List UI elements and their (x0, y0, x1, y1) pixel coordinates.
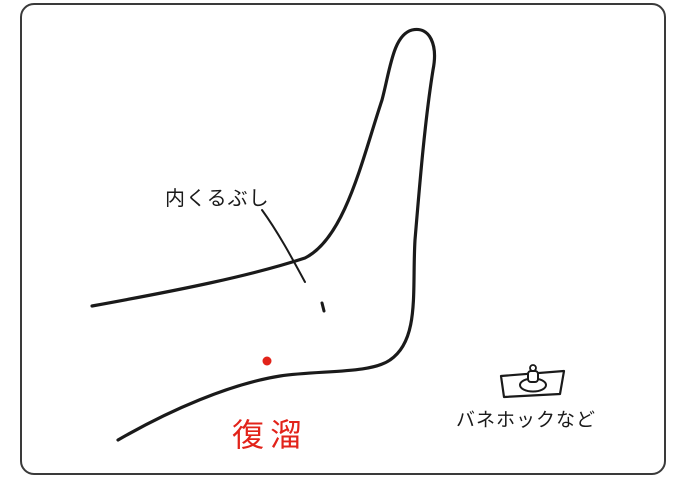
acupoint-label: 復溜 (232, 416, 309, 454)
illustration-frame (20, 3, 666, 475)
ankle-leader-line (261, 209, 306, 283)
foot-outline (90, 27, 437, 442)
acupoint-dot (262, 356, 272, 366)
ankle-bone-label: 内くるぶし (165, 186, 270, 210)
ankle-bone-mark (320, 301, 326, 313)
tool-note-label: バネホックなど (456, 409, 597, 431)
snap-button-icon (499, 364, 566, 399)
